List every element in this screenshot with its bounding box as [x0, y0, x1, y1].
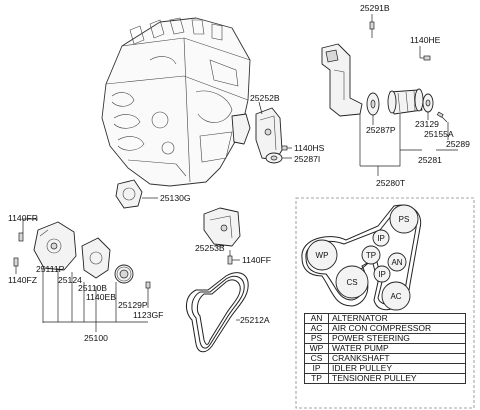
legend-row: TP TENSIONER PULLEY: [304, 373, 466, 384]
legend-abbr: PS: [304, 333, 329, 344]
legend-row: AN ALTERNATOR: [304, 313, 466, 324]
legend-full-name: ALTERNATOR: [328, 313, 466, 324]
callout-25280T: 25280T: [376, 178, 406, 188]
callout-25155A: 25155A: [424, 129, 454, 139]
callout-25252B: 25252B: [250, 93, 280, 103]
callout-1123GF: 1123GF: [133, 310, 163, 320]
pulley-an: [387, 252, 407, 272]
callout-25100: 25100: [84, 333, 108, 343]
callout-25289: 25289: [446, 139, 470, 149]
pulley-wp: [306, 239, 338, 271]
callout-25291B: 25291B: [360, 3, 390, 13]
callout-25287P: 25287P: [366, 125, 396, 135]
tensioner-bracket-25252B-drawing: [255, 107, 283, 161]
legend-full-name: POWER STEERING: [328, 333, 466, 344]
pulley-ps-label: PS: [399, 215, 410, 224]
pulley-cs: [335, 265, 369, 299]
inset-frame: [295, 197, 475, 409]
tensioner-pulley-25287I-drawing: [265, 152, 283, 164]
pulley-ip-top-label: IP: [377, 234, 385, 243]
callout-1140HS: 1140HS: [294, 143, 325, 153]
legend-full-name: CRANKSHAFT: [328, 353, 466, 364]
legend-row: CS CRANKSHAFT: [304, 353, 466, 364]
gasket-25130G-drawing: [115, 179, 143, 209]
pulley-tp-label: TP: [366, 251, 376, 260]
pulley-ip-top: [372, 229, 390, 247]
leader-lines: [15, 14, 458, 332]
pulley-cs-label: CS: [346, 278, 357, 287]
callout-25281: 25281: [418, 155, 442, 165]
callout-1140HE: 1140HE: [410, 35, 441, 45]
legend-abbr: IP: [304, 363, 329, 374]
legend-abbr: TP: [304, 373, 329, 384]
callout-labels: 25291B 1140HE 25252B 1140HS 25287I 25287…: [8, 3, 470, 343]
pulley-ip-bottom-label: IP: [378, 270, 386, 279]
legend-full-name: AIR CON COMPRESSOR: [328, 323, 466, 334]
pulley-wp-label: WP: [316, 251, 329, 260]
abbreviation-legend: AN ALTERNATOR AC AIR CON COMPRESSOR PS P…: [304, 313, 466, 384]
legend-row: PS POWER STEERING: [304, 333, 466, 344]
pulley-an-label: AN: [391, 258, 402, 267]
callout-25124: 25124: [58, 275, 82, 285]
callout-25130G: 25130G: [160, 193, 191, 203]
alternator-25281-drawing: [387, 88, 448, 123]
alternator-bracket-drawing: [321, 43, 363, 117]
legend-abbr: CS: [304, 353, 329, 364]
bolt-25291B-drawing: [369, 21, 375, 38]
callout-25212A: 25212A: [240, 315, 270, 325]
callout-1140FR: 1140FR: [8, 213, 38, 223]
bolt-1140HE-drawing: [420, 55, 431, 61]
callout-25253B: 25253B: [195, 243, 225, 253]
callout-25129P: 25129P: [118, 300, 148, 310]
pulley-ip-bottom: [373, 265, 391, 283]
water-pump-body-25110B-drawing: [81, 237, 111, 279]
serpentine-belt-route: [301, 204, 422, 311]
drive-belt-25212A-drawing: [186, 272, 249, 353]
pulley-ac-label: AC: [390, 292, 401, 301]
callout-25111P: 25111P: [36, 264, 65, 274]
bracket-25253B-drawing: [203, 207, 241, 247]
belt-routing-inset: PS IP WP TP AN IP CS AC: [295, 197, 475, 409]
side-bracket-drawing: [231, 113, 251, 145]
callout-23129: 23129: [415, 119, 439, 129]
pulley-ps: [389, 204, 419, 234]
legend-row: IP IDLER PULLEY: [304, 363, 466, 374]
legend-full-name: TENSIONER PULLEY: [328, 373, 466, 384]
callout-1140EB: 1140EB: [86, 292, 116, 302]
legend-row: WP WATER PUMP: [304, 343, 466, 354]
bolt-1140FZ-drawing: [13, 257, 19, 267]
engine-block-drawing: [101, 17, 251, 187]
legend-abbr: WP: [304, 343, 329, 354]
callout-1140FF: 1140FF: [242, 255, 271, 265]
legend-full-name: IDLER PULLEY: [328, 363, 466, 374]
bolt-1140FF-drawing: [227, 250, 233, 265]
callout-25110B: 25110B: [78, 283, 107, 293]
water-pump-25100-drawing: [33, 221, 77, 271]
bolt-1123GF-drawing: [145, 281, 151, 289]
bolt-1140HS-drawing: [281, 145, 288, 151]
pulley-25287P-drawing: [366, 92, 380, 116]
callout-25287I: 25287I: [294, 154, 320, 164]
legend-abbr: AN: [304, 313, 329, 324]
pulley-ac: [381, 281, 411, 311]
legend-abbr: AC: [304, 323, 329, 334]
pulley-25129P-drawing: [114, 264, 134, 284]
bolt-1140FR-drawing: [18, 232, 24, 242]
legend-row: AC AIR CON COMPRESSOR: [304, 323, 466, 334]
callout-1140FZ: 1140FZ: [8, 275, 37, 285]
pulley-tp: [361, 245, 381, 265]
legend-full-name: WATER PUMP: [328, 343, 466, 354]
